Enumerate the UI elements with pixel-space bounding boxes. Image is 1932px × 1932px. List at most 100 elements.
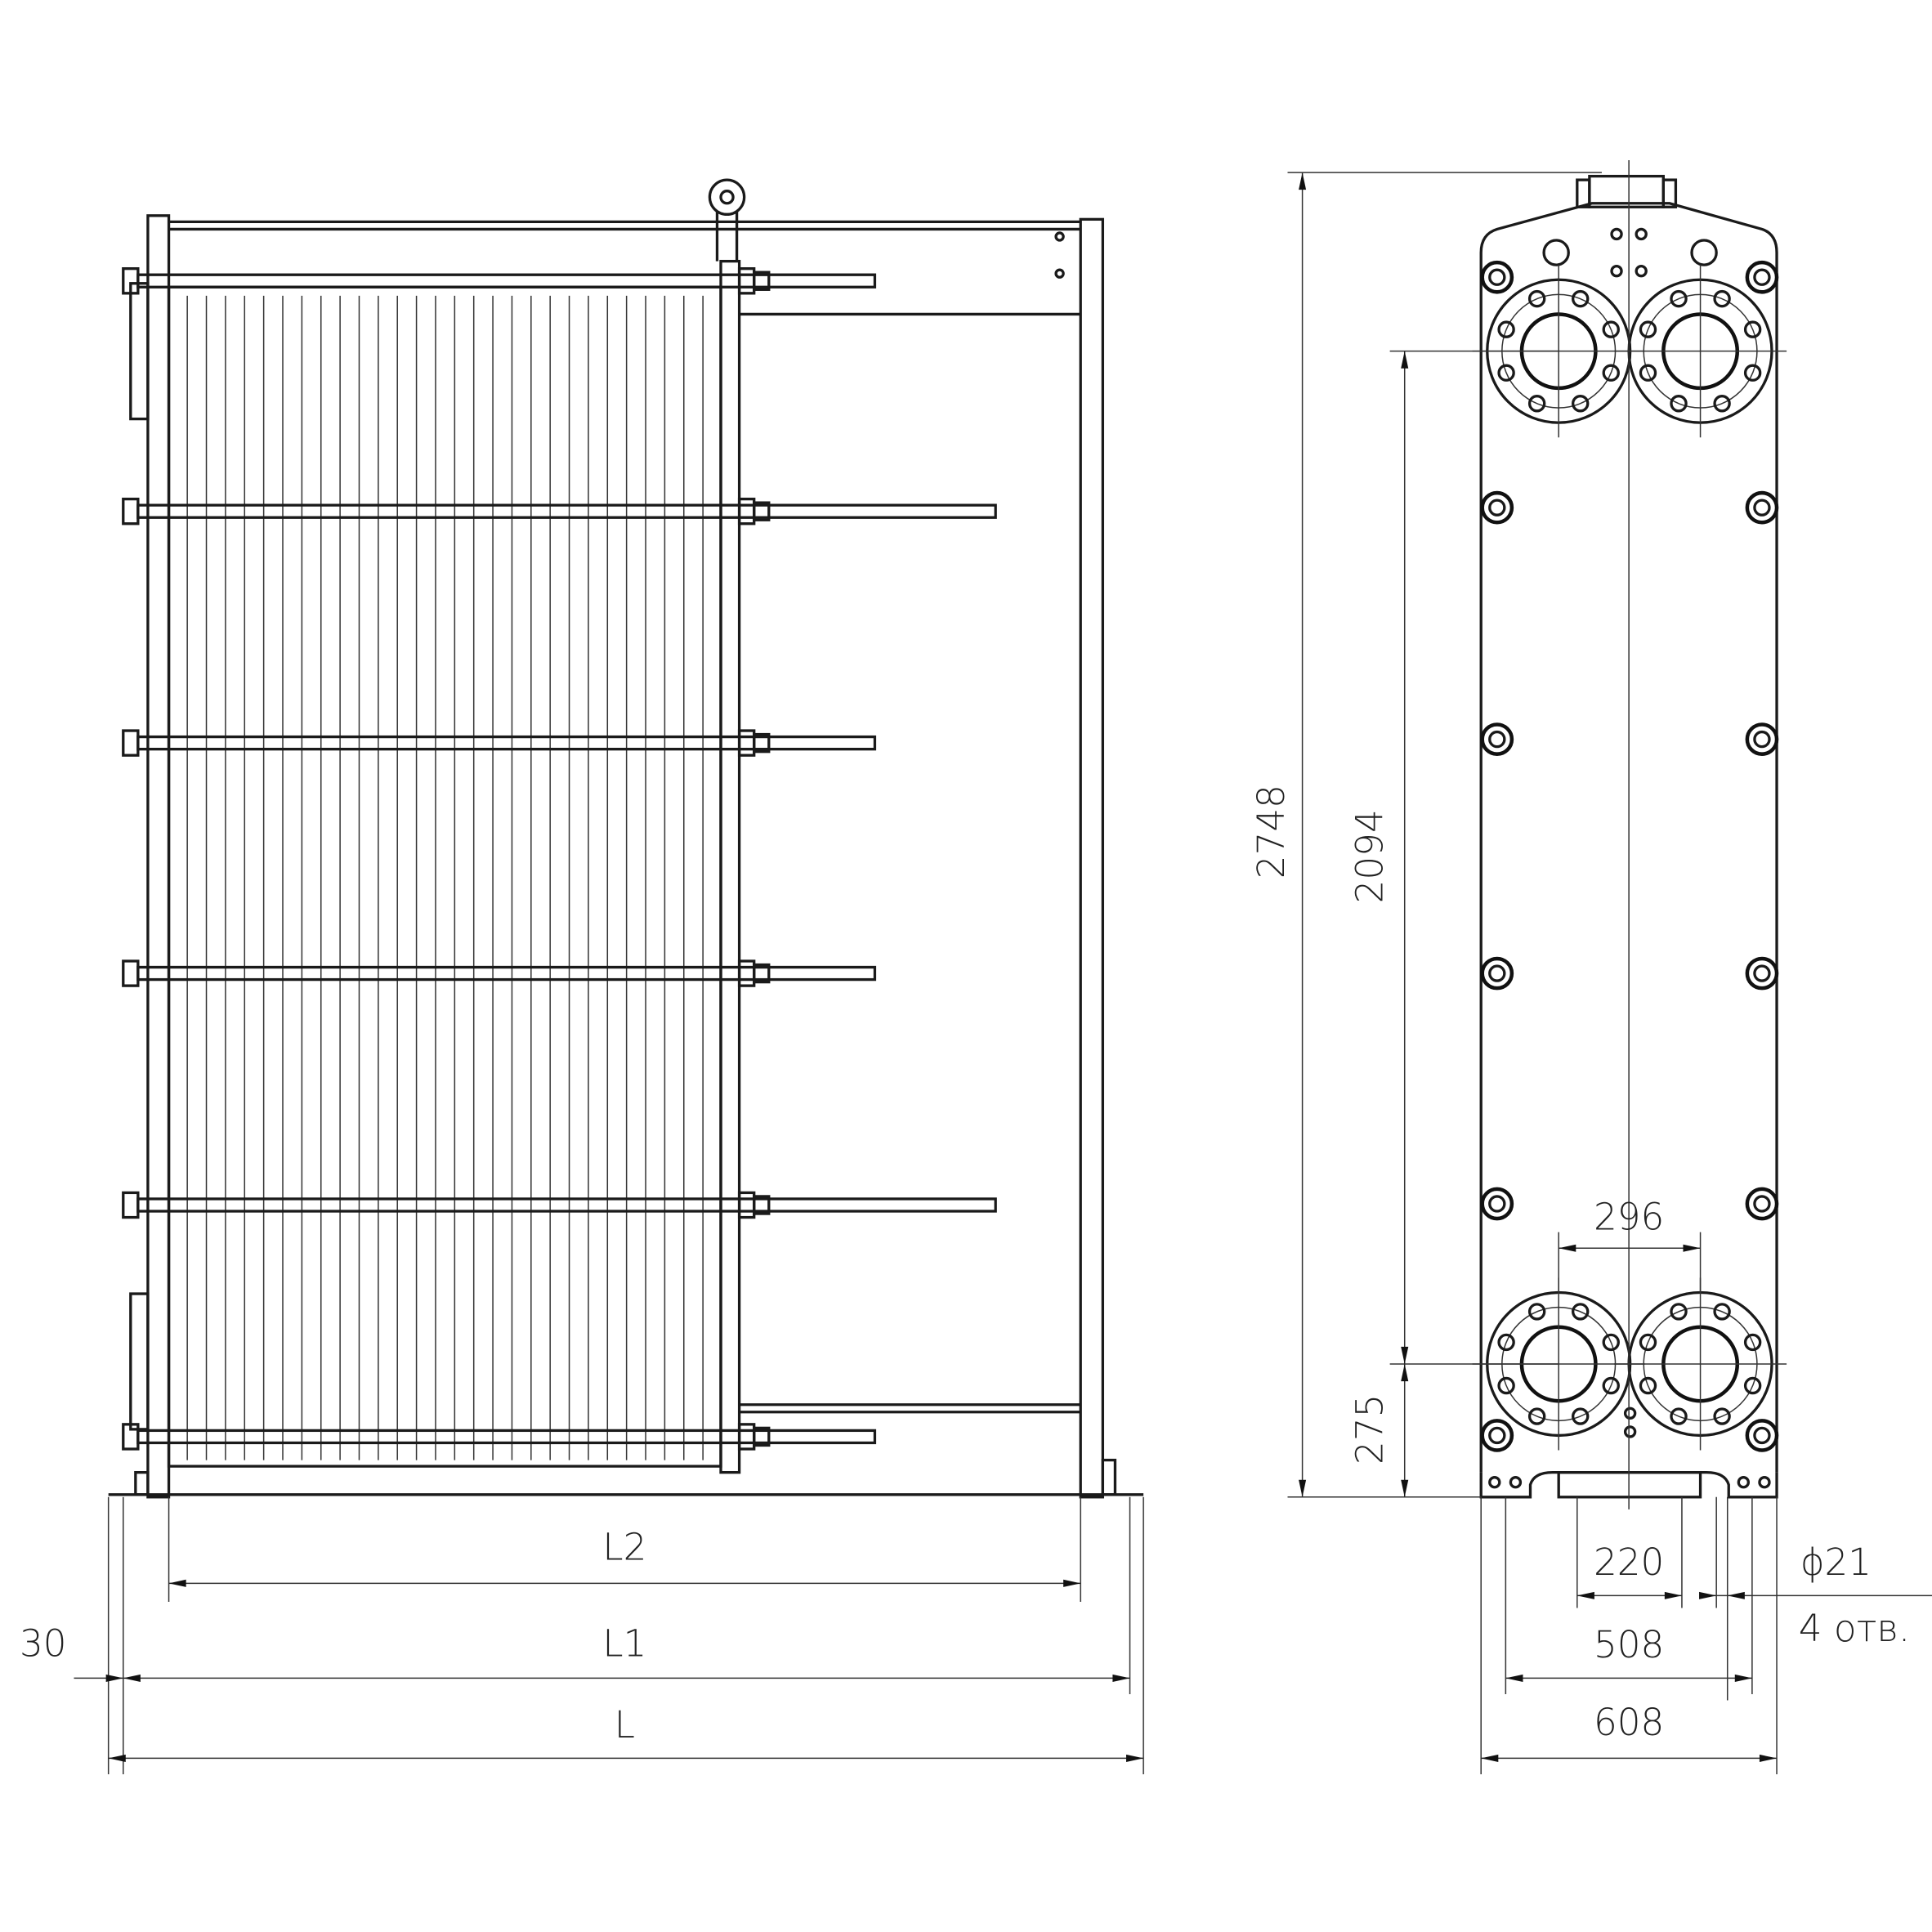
bolt-head [1745, 260, 1779, 294]
frame-plate-outline [1479, 202, 1778, 1473]
dimension-arrow [1734, 1674, 1752, 1682]
bolt-head [1745, 1187, 1779, 1221]
dimension-arrow [168, 1579, 186, 1587]
tie-bolt [136, 1197, 997, 1213]
flange-hole [1602, 1376, 1620, 1395]
dim-2748: 2748 [1250, 785, 1293, 879]
nut [753, 1426, 771, 1447]
flange-hole [1527, 1407, 1546, 1425]
nut [737, 267, 756, 295]
flange-hole [1497, 320, 1515, 338]
flange-hole [1497, 1333, 1515, 1352]
nut [737, 497, 756, 525]
dimension-arrow [1063, 1579, 1081, 1587]
nut [122, 1423, 140, 1451]
flange-hole [1639, 1333, 1657, 1352]
flange-hole [1527, 395, 1546, 413]
nut [122, 1191, 140, 1219]
flange-hole [1572, 289, 1590, 308]
flange-hole [1713, 1303, 1731, 1321]
nut [737, 1423, 756, 1451]
nut [737, 1191, 756, 1219]
plate-pack [167, 285, 722, 1468]
tie-bolts [122, 267, 997, 1451]
dimension-arrow [1112, 1674, 1130, 1682]
tie-bolt [136, 503, 997, 519]
dimension-arrow [1125, 1754, 1144, 1762]
dimension-arrow [1401, 351, 1409, 369]
dimension-arrow [105, 1674, 123, 1682]
dim-L2: L2 [602, 1526, 646, 1569]
flange-hole [1743, 1376, 1762, 1395]
bolt-head [1480, 260, 1514, 294]
bolt-head [1745, 956, 1779, 991]
dim-608: 608 [1594, 1701, 1664, 1744]
plate-lines [186, 295, 704, 1460]
side-view: L2 L1 L 30 [20, 178, 1144, 1775]
bolt-head [1745, 722, 1779, 756]
flange-hole [1743, 320, 1762, 338]
dimension-arrow [1299, 1479, 1307, 1497]
nut [737, 729, 756, 757]
bolt-head [1480, 490, 1514, 525]
flange-hole [1670, 1303, 1688, 1321]
dimension-arrow [108, 1754, 126, 1762]
dimension-arrow [1481, 1754, 1499, 1762]
dimension-arrow [1401, 1363, 1409, 1382]
tie-bolt [136, 273, 877, 288]
nut [753, 1195, 771, 1215]
dim-2094: 2094 [1348, 809, 1392, 903]
pressure-plate [719, 259, 741, 1474]
dimension-arrow [1699, 1591, 1717, 1599]
dim-275: 275 [1348, 1394, 1392, 1465]
upper-nozzle [129, 282, 150, 421]
nut [737, 959, 756, 987]
flange-hole [1639, 364, 1657, 382]
nut [753, 963, 771, 984]
lower-nozzle [129, 1292, 150, 1431]
flange-hole [1572, 1407, 1590, 1425]
dimension-arrow [1299, 172, 1307, 190]
flange-hole [1743, 364, 1762, 382]
tie-bolt [136, 1429, 877, 1445]
dim-L1: L1 [602, 1621, 646, 1665]
flange-hole [1572, 1303, 1590, 1321]
bolt-head [1480, 956, 1514, 991]
dim-508: 508 [1594, 1623, 1664, 1666]
tie-bolt [136, 735, 877, 751]
bolt-head [1745, 490, 1779, 525]
dimension-arrow [1401, 1346, 1409, 1364]
dim-hole-diameter: ϕ21 [1800, 1541, 1872, 1584]
lifting-eye [708, 178, 746, 216]
dim-220: 220 [1594, 1541, 1664, 1584]
dimension-arrow [123, 1674, 141, 1682]
tie-bolt [136, 965, 877, 982]
flange-hole [1670, 1407, 1688, 1425]
dimension-arrow [1559, 1244, 1576, 1252]
flange-hole [1639, 320, 1657, 338]
dimension-arrow [1401, 1479, 1409, 1497]
front-view: 2748 2094 275 296 220 508 608 ϕ21 4 отв. [1250, 159, 1932, 1775]
bolt-head [1745, 1419, 1779, 1452]
nut [122, 267, 140, 295]
fixed-frame-plate [146, 214, 171, 1499]
flange-hole [1602, 364, 1620, 382]
flange-hole [1713, 289, 1731, 308]
nut [753, 732, 771, 754]
bolt-head [1480, 1187, 1514, 1221]
dimension-arrow [1664, 1591, 1682, 1599]
dimension-arrow [1505, 1674, 1523, 1682]
dimension-arrow [1683, 1244, 1701, 1252]
flange-hole [1670, 395, 1688, 413]
flange-hole [1497, 364, 1515, 382]
flange-hole [1713, 395, 1731, 413]
clamp-bolt-heads [1480, 260, 1779, 1452]
nut [122, 729, 140, 757]
flange-hole [1602, 1333, 1620, 1352]
bolt-head [1480, 722, 1514, 756]
nut [122, 497, 140, 525]
dim-hole-count: 4 отв. [1799, 1607, 1911, 1650]
nut [753, 271, 771, 291]
dim-296: 296 [1594, 1196, 1664, 1239]
